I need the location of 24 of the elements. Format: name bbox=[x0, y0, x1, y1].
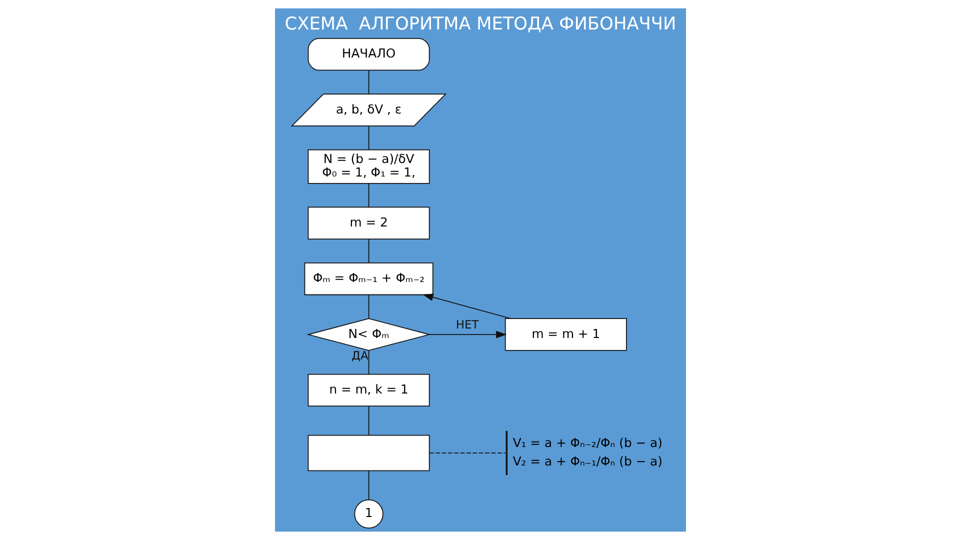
node-box: n = m, k = 1 bbox=[307, 374, 430, 407]
node-diamond: N< Φₘ bbox=[306, 318, 431, 351]
node-box: НАЧАЛО bbox=[307, 38, 430, 71]
connector bbox=[368, 470, 369, 500]
connector bbox=[368, 406, 369, 436]
node-circle: 1 bbox=[354, 499, 383, 529]
connector bbox=[368, 294, 369, 319]
connector bbox=[368, 183, 369, 208]
arrow bbox=[422, 294, 511, 319]
node-box: N = (b − a)/δV Φ₀ = 1, Φ₁ = 1, bbox=[307, 149, 430, 184]
connector bbox=[368, 350, 369, 375]
node-box: m = 2 bbox=[307, 206, 430, 240]
diagram-title: СХЕМА АЛГОРИТМА МЕТОДА ФИБОНАЧЧИ bbox=[284, 14, 676, 35]
edge-label: НЕТ bbox=[455, 318, 478, 332]
node-box bbox=[307, 434, 430, 472]
connector bbox=[428, 452, 506, 454]
node-text: V₁ = a + Φₙ₋₂/Φₙ (b − a) V₂ = a + Φₙ₋₁/Φₙ (b − a) bbox=[512, 436, 662, 469]
edge-label: ДА bbox=[351, 348, 368, 362]
node-box: Φₘ = Φₘ₋₁ + Φₘ₋₂ bbox=[304, 262, 433, 296]
connector bbox=[368, 70, 369, 94]
connector bbox=[368, 238, 369, 264]
connector bbox=[368, 126, 369, 150]
node-box: m = m + 1 bbox=[504, 318, 626, 351]
arrow bbox=[428, 330, 506, 338]
